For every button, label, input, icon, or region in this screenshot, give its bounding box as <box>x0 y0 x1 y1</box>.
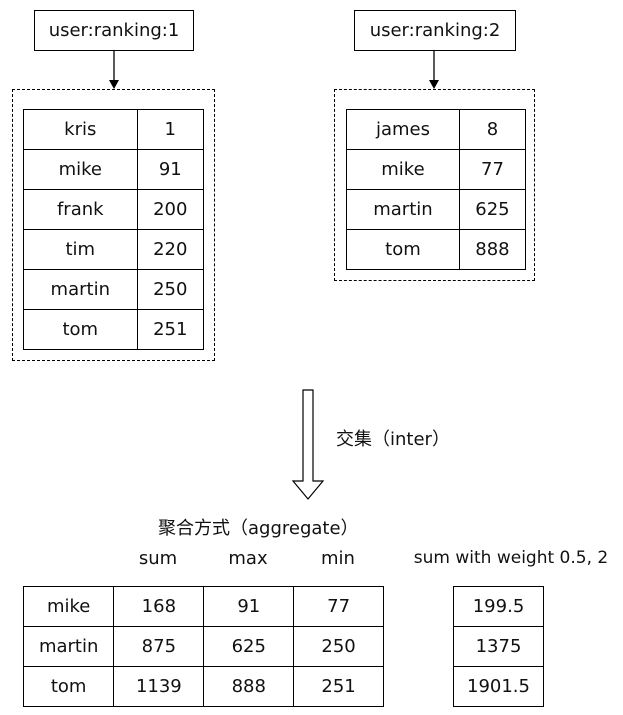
sum-cell: 1139 <box>113 666 205 707</box>
table-row: martin 625 <box>346 189 527 230</box>
sum-cell: 875 <box>113 626 205 667</box>
member-cell: tom <box>22 666 115 707</box>
table-row: james 8 <box>346 109 527 150</box>
result-table: mike 168 91 77 martin 875 625 250 tom 11… <box>22 586 384 707</box>
table-row: tom 1139 888 251 <box>22 666 384 707</box>
weighted-cell: 1901.5 <box>453 666 544 707</box>
table-row: mike 77 <box>346 149 527 190</box>
score-cell: 8 <box>458 109 527 150</box>
set2-key: user:ranking:2 <box>354 10 516 51</box>
table-row: tom 888 <box>346 229 527 270</box>
table-row: 199.5 <box>453 586 544 627</box>
member-cell: mike <box>346 149 460 190</box>
member-cell: frank <box>23 189 138 230</box>
operation-label: 交集（inter） <box>336 429 450 450</box>
weighted-cell: 1375 <box>453 626 544 667</box>
header-max: max <box>228 548 268 569</box>
table-row: tim 220 <box>23 229 205 270</box>
set1-container <box>12 89 215 361</box>
header-min: min <box>321 548 355 569</box>
set2-table: james 8 mike 77 martin 625 tom 888 <box>346 109 527 270</box>
member-cell: mike <box>22 586 115 627</box>
member-cell: kris <box>23 109 138 150</box>
max-cell: 888 <box>203 666 295 707</box>
max-cell: 91 <box>203 586 295 627</box>
score-cell: 250 <box>136 269 205 310</box>
weighted-table: 199.5 1375 1901.5 <box>453 586 544 707</box>
table-row: frank 200 <box>23 189 205 230</box>
set1-key: user:ranking:1 <box>34 10 194 51</box>
max-cell: 625 <box>203 626 295 667</box>
header-weighted: sum with weight 0.5, 2 <box>413 548 609 568</box>
table-row: martin 250 <box>23 269 205 310</box>
aggregate-label: 聚合方式（aggregate） <box>158 518 359 539</box>
min-cell: 250 <box>293 626 384 667</box>
set1-table: kris 1 mike 91 frank 200 tim 220 martin … <box>23 109 205 350</box>
member-cell: james <box>346 109 460 150</box>
set2-container <box>334 89 535 281</box>
score-cell: 625 <box>458 189 527 230</box>
score-cell: 251 <box>136 309 205 350</box>
score-cell: 77 <box>458 149 527 190</box>
table-row: tom 251 <box>23 309 205 350</box>
member-cell: martin <box>22 626 115 667</box>
down-arrow-icon <box>291 389 325 500</box>
member-cell: tom <box>346 229 460 270</box>
score-cell: 200 <box>136 189 205 230</box>
score-cell: 1 <box>136 109 205 150</box>
table-row: martin 875 625 250 <box>22 626 384 667</box>
member-cell: tom <box>23 309 138 350</box>
header-sum: sum <box>138 548 178 569</box>
arrow-set1 <box>109 51 119 89</box>
min-cell: 251 <box>293 666 384 707</box>
member-cell: martin <box>23 269 138 310</box>
member-cell: mike <box>23 149 138 190</box>
sum-cell: 168 <box>113 586 205 627</box>
score-cell: 888 <box>458 229 527 270</box>
table-row: mike 91 <box>23 149 205 190</box>
score-cell: 91 <box>136 149 205 190</box>
member-cell: tim <box>23 229 138 270</box>
member-cell: martin <box>346 189 460 230</box>
score-cell: 220 <box>136 229 205 270</box>
arrow-set2 <box>429 51 439 89</box>
table-row: 1375 <box>453 626 544 667</box>
min-cell: 77 <box>293 586 384 627</box>
table-row: mike 168 91 77 <box>22 586 384 627</box>
table-row: 1901.5 <box>453 666 544 707</box>
weighted-cell: 199.5 <box>453 586 544 627</box>
table-row: kris 1 <box>23 109 205 150</box>
